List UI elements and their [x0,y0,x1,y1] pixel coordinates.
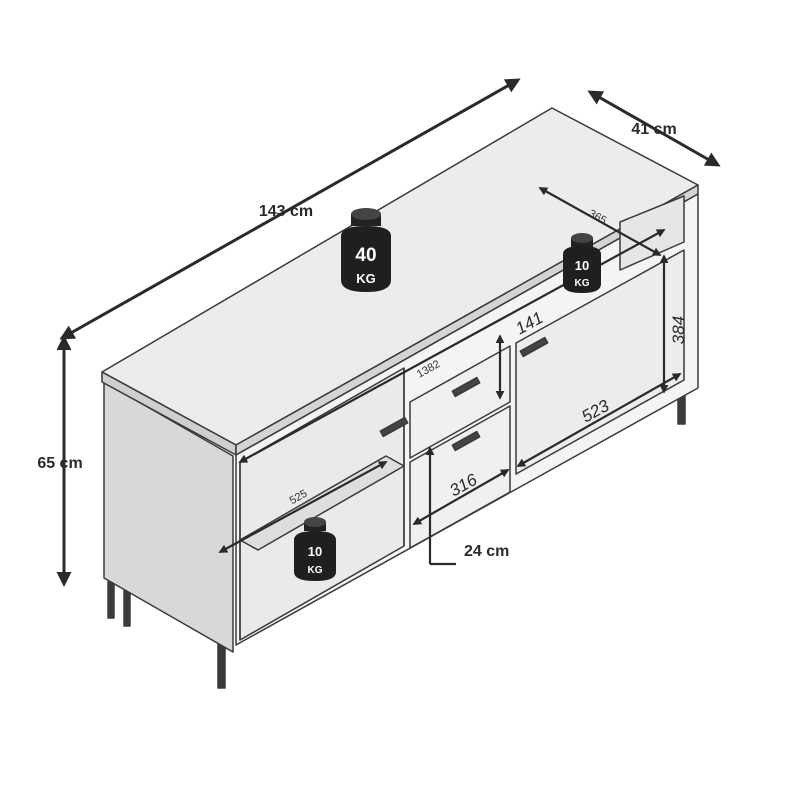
weight-top-value: 40 [355,245,376,266]
sideboard [101,107,699,689]
depth-arrow [587,90,721,167]
leg-back-left [107,581,115,619]
overall-dimension-lines [56,78,721,587]
shelf-depth-arrow [538,187,662,256]
weight-icon-left-shelf: 10 KG [294,517,336,581]
left-side-panel [103,381,234,653]
weight-top-unit: KG [356,271,376,286]
weight-icon-top: 40 KG [341,208,391,292]
door-width-arrow [516,373,682,467]
open-shelf-width-arrow [218,461,388,553]
weight-left-unit: KG [308,565,323,576]
weight-icon-right-shelf: 10 KG [563,233,601,293]
door-height-label: 384 [669,316,688,344]
drawer-depth-label: 24 cm [464,543,509,560]
width-arrow [59,78,521,340]
weight-right-value: 10 [575,258,589,273]
leg-left-mid [123,589,131,627]
width-label: 143 cm [259,203,313,220]
depth-label: 41 cm [631,121,676,138]
weight-left-value: 10 [308,544,322,559]
weight-right-unit: KG [575,278,590,289]
height-label: 65 cm [37,455,82,472]
